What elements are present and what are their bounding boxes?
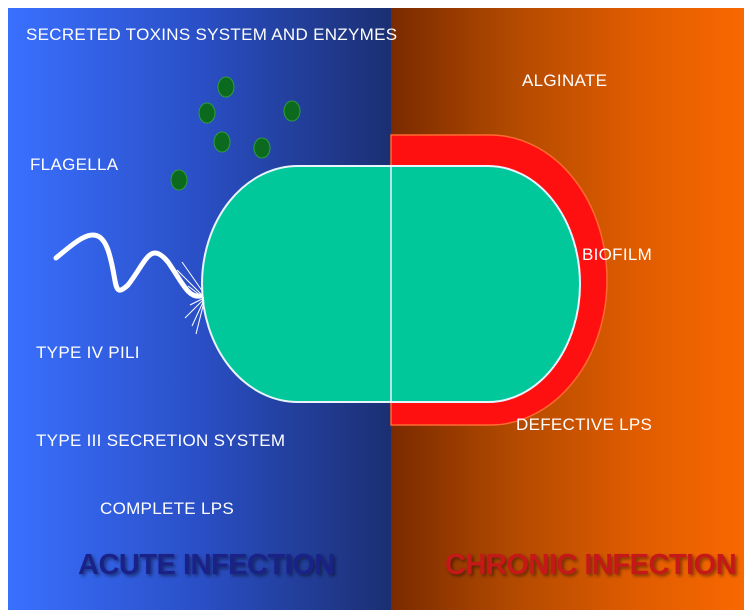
toxin-dot <box>284 101 300 121</box>
toxin-dot <box>199 103 215 123</box>
title-chronic-infection: CHRONIC INFECTION <box>445 549 736 582</box>
label-biofilm: BIOFILM <box>582 245 652 265</box>
toxin-dot <box>214 132 230 152</box>
label-secreted-toxins: SECRETED TOXINS SYSTEM AND ENZYMES <box>26 25 397 45</box>
toxin-dot <box>218 77 234 97</box>
label-type-iii-secretion: TYPE III SECRETION SYSTEM <box>36 431 285 451</box>
label-complete-lps: COMPLETE LPS <box>100 499 234 519</box>
flagellum <box>56 235 200 296</box>
label-flagella: FLAGELLA <box>30 155 118 175</box>
toxin-dot <box>254 138 270 158</box>
label-defective-lps: DEFECTIVE LPS <box>516 415 652 435</box>
toxin-dot <box>171 170 187 190</box>
label-type-iv-pili: TYPE IV PILI <box>36 343 140 363</box>
title-acute-infection: ACUTE INFECTION <box>78 549 335 582</box>
label-alginate: ALGINATE <box>522 71 607 91</box>
